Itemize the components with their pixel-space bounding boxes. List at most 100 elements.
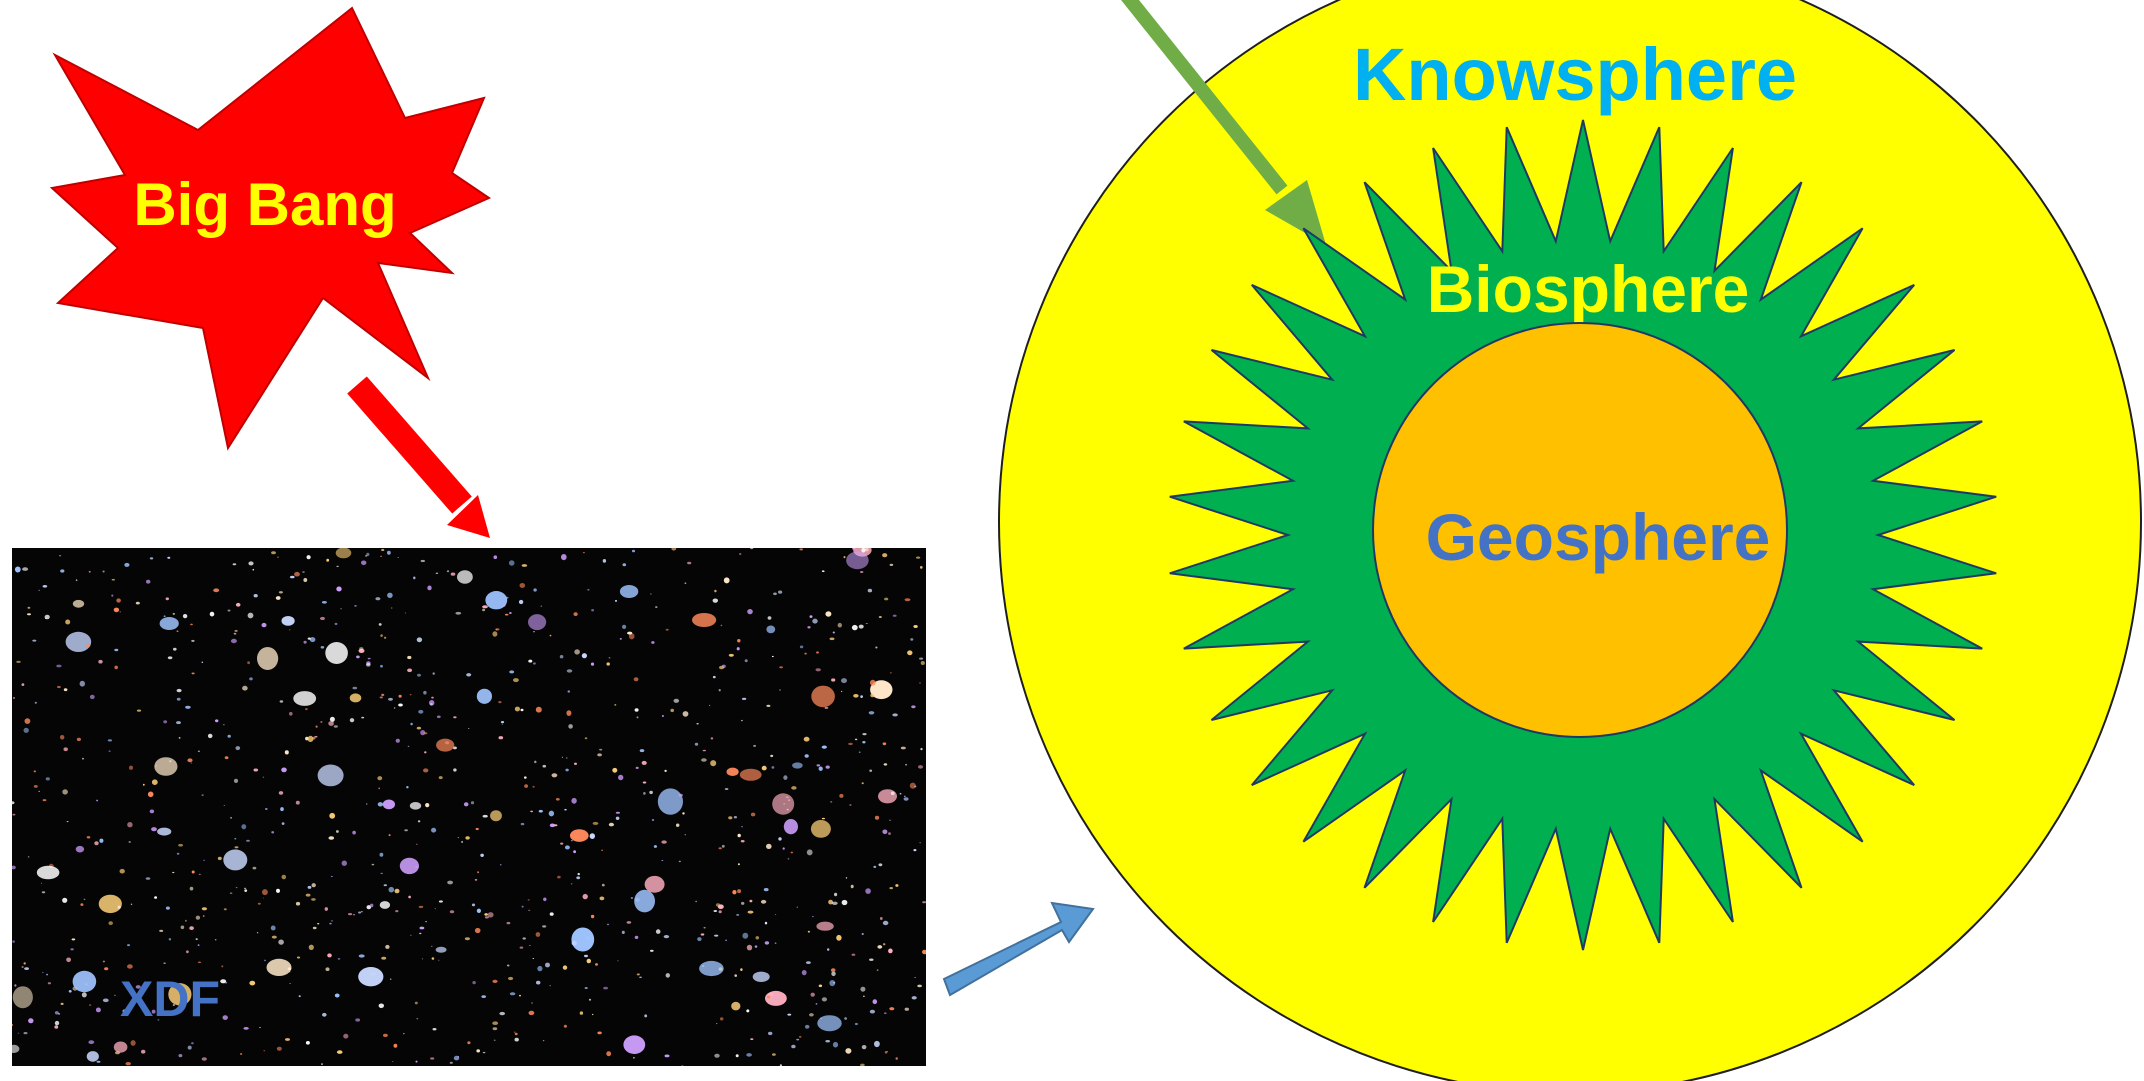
galaxy [203, 859, 205, 861]
galaxy [259, 1027, 261, 1028]
galaxy [331, 920, 333, 922]
galaxies [12, 548, 926, 1066]
galaxy [614, 704, 617, 706]
galaxy [634, 708, 639, 712]
galaxy [421, 958, 424, 960]
galaxy [88, 570, 91, 573]
galaxy [568, 724, 573, 729]
galaxy [564, 845, 570, 850]
galaxy [601, 849, 603, 852]
galaxy [884, 1051, 888, 1054]
galaxy [825, 1040, 830, 1043]
galaxy [159, 929, 164, 933]
galaxy [641, 760, 647, 765]
galaxy [864, 548, 869, 552]
galaxy [663, 935, 670, 939]
galaxy [739, 768, 762, 781]
galaxy [612, 767, 618, 773]
galaxy [388, 697, 393, 701]
galaxy [537, 965, 543, 972]
galaxy [563, 1024, 568, 1028]
galaxy [262, 889, 268, 896]
galaxy [54, 1025, 59, 1029]
galaxy [651, 641, 655, 644]
galaxy [54, 1020, 60, 1026]
galaxy [296, 956, 301, 959]
galaxy [873, 865, 877, 869]
galaxy [737, 639, 741, 643]
galaxy [752, 971, 770, 982]
galaxy [436, 738, 455, 752]
galaxy [72, 599, 85, 608]
galaxy [783, 803, 786, 805]
galaxy [694, 742, 699, 746]
galaxy [723, 577, 730, 584]
galaxy [805, 1024, 810, 1029]
galaxy [916, 556, 921, 559]
galaxy [737, 833, 741, 838]
galaxy [919, 842, 921, 844]
galaxy [321, 601, 327, 604]
galaxy [588, 998, 592, 1001]
galaxy [277, 556, 279, 558]
arrow-icon [347, 376, 472, 514]
galaxy [119, 868, 125, 874]
galaxy [253, 594, 258, 598]
galaxy [513, 678, 519, 683]
galaxy [888, 832, 891, 835]
galaxy [57, 685, 61, 689]
galaxy [476, 908, 481, 913]
galaxy [834, 892, 838, 897]
galaxy [263, 1050, 265, 1052]
galaxy [102, 960, 105, 963]
galaxy [127, 944, 130, 947]
galaxy [99, 838, 104, 843]
galaxy [209, 611, 215, 617]
galaxy [57, 1013, 61, 1015]
galaxy [289, 711, 293, 716]
galaxy [329, 922, 332, 925]
galaxy [570, 829, 589, 842]
galaxy [114, 665, 118, 670]
galaxy [655, 606, 658, 608]
galaxy [728, 653, 734, 657]
arrow-green-head [1265, 180, 1326, 245]
galaxy [655, 929, 661, 934]
galaxy [305, 893, 311, 897]
galaxy [889, 819, 891, 821]
galaxy [348, 913, 353, 916]
galaxy [482, 608, 486, 612]
galaxy [438, 959, 440, 961]
galaxy [591, 609, 594, 612]
galaxy [597, 753, 602, 757]
galaxy [827, 948, 830, 951]
galaxy [88, 1004, 92, 1006]
galaxy [410, 934, 412, 936]
galaxy [657, 788, 684, 815]
galaxy [584, 954, 588, 958]
galaxy [244, 887, 247, 890]
galaxy [307, 637, 311, 640]
galaxy [551, 773, 558, 778]
galaxy [732, 890, 737, 895]
galaxy [446, 570, 450, 573]
galaxy [235, 887, 238, 889]
galaxy [243, 1027, 249, 1030]
galaxy [767, 616, 772, 620]
galaxy [845, 877, 848, 879]
galaxy [167, 656, 173, 660]
galaxy [62, 789, 68, 795]
galaxy [232, 563, 237, 566]
galaxy [606, 662, 610, 666]
galaxy [702, 965, 705, 967]
galaxy [36, 865, 60, 880]
galaxy [787, 858, 790, 860]
galaxy [151, 779, 158, 785]
galaxy [549, 985, 551, 987]
galaxy [920, 661, 925, 665]
galaxy [892, 614, 897, 617]
galaxy [201, 794, 204, 796]
galaxy [534, 760, 537, 764]
galaxy [692, 613, 717, 627]
galaxy [309, 637, 316, 643]
